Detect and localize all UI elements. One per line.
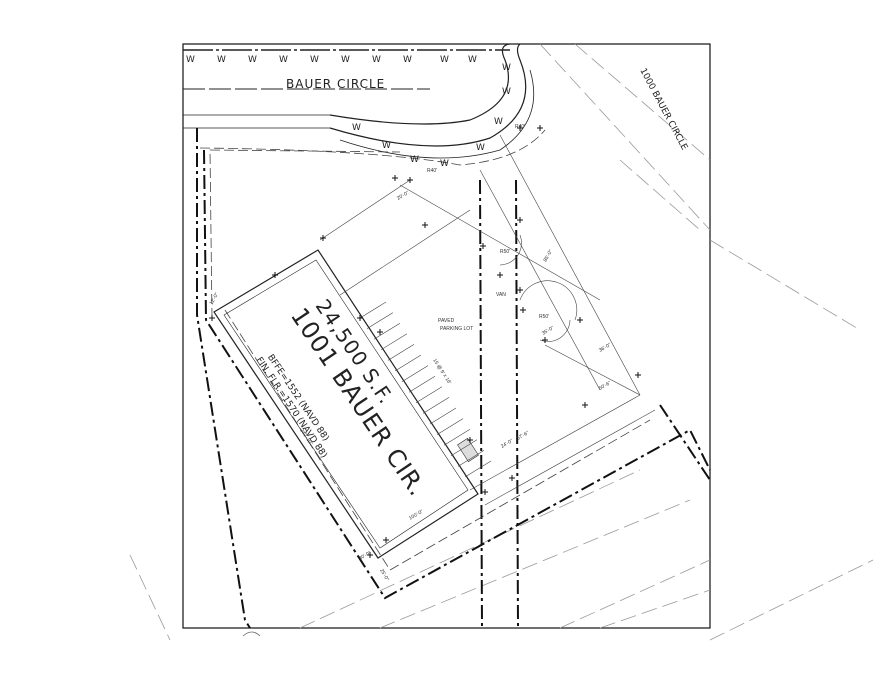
dimension-label: 57'-6" <box>516 430 530 442</box>
water-marker: W <box>310 55 319 65</box>
dimension-label: 85'-0" <box>543 249 555 263</box>
parking-stall-line <box>401 365 429 382</box>
water-marker: W <box>382 141 391 151</box>
survey-cross-marker <box>517 125 523 131</box>
north-arrow-icon <box>242 631 261 637</box>
water-marker: W <box>352 123 361 133</box>
survey-cross-marker <box>517 217 523 223</box>
parking-stalls <box>359 301 492 478</box>
radius-label: R50' <box>500 249 510 255</box>
dimension-label: 100'-0" <box>408 509 425 522</box>
survey-cross-marker <box>422 222 428 228</box>
water-marker: W <box>410 155 419 165</box>
survey-cross-marker <box>577 317 583 323</box>
survey-cross-marker <box>517 287 523 293</box>
property-boundary <box>196 128 711 629</box>
survey-cross-marker <box>367 552 373 558</box>
water-marker: W <box>502 87 511 97</box>
dimension-label: 20'-0" <box>396 190 410 202</box>
parking-stall-line <box>366 312 394 329</box>
survey-cross-marker <box>482 489 488 495</box>
survey-cross-marker <box>520 307 526 313</box>
water-marker: W <box>279 55 288 65</box>
water-marker: W <box>341 55 350 65</box>
water-marker: W <box>468 55 477 65</box>
street-name-label: BAUER CIRCLE <box>286 77 385 91</box>
survey-markers <box>209 125 641 558</box>
parking-stall-line <box>422 397 450 414</box>
survey-cross-marker <box>497 272 503 278</box>
parking-stall-line <box>359 301 387 319</box>
sheet-border <box>182 43 711 629</box>
survey-cross-marker <box>272 272 278 278</box>
water-marker: W <box>403 55 412 65</box>
building-footprint <box>213 249 479 559</box>
parking-stall-line <box>450 439 478 457</box>
radius-label: R40' <box>515 124 525 130</box>
survey-cross-marker <box>383 537 389 543</box>
dimension-label: 36'-0" <box>598 342 612 354</box>
dimension-label: 50'-6" <box>598 380 612 392</box>
paved-label: PAVED <box>438 318 455 324</box>
water-marker: W <box>440 55 449 65</box>
survey-cross-marker <box>357 315 363 321</box>
survey-cross-marker <box>209 315 215 321</box>
finish-floor-label: FIN. FLR.=1570 (NAVD 88) <box>254 356 329 461</box>
parking-stall-line <box>429 407 457 425</box>
water-marker: W <box>372 55 381 65</box>
parking-stall-line <box>464 460 492 478</box>
water-marker: W <box>494 117 503 127</box>
drive-aisle <box>319 179 656 506</box>
parking-stall-line <box>373 322 401 340</box>
survey-cross-marker <box>509 475 515 481</box>
parking-stall-line <box>457 450 485 467</box>
parking-lot-label: PARKING LOT <box>440 326 473 332</box>
adjacent-lot-lines <box>129 43 873 641</box>
dimension-label: 35'-0" <box>541 325 555 337</box>
water-marker: W <box>217 55 226 65</box>
survey-cross-marker <box>480 243 486 249</box>
survey-cross-marker <box>635 372 641 378</box>
setback-lines <box>209 134 651 571</box>
survey-cross-marker <box>392 175 398 181</box>
neighbor-address-label: 1000 BAUER CIRCLE <box>637 67 689 153</box>
van-stall-label: VAN <box>496 292 506 298</box>
parking-stall-line <box>394 354 422 372</box>
parking-stall-line <box>387 344 415 361</box>
survey-cross-marker <box>542 337 548 343</box>
survey-cross-marker <box>467 437 473 443</box>
dimension-label: 24'-0" <box>500 438 514 450</box>
parking-stall-line <box>436 418 464 435</box>
parking-stall-line <box>415 386 443 404</box>
radius-label: R40' <box>427 168 437 174</box>
parking-stall-line <box>443 428 471 446</box>
parking-stall-line <box>380 333 408 351</box>
dimension-label: 25'-0" <box>378 568 390 582</box>
radius-label: R50' <box>539 314 549 320</box>
stall-count-note: 15 @ 9' x 18' <box>431 358 452 386</box>
survey-cross-marker <box>377 329 383 335</box>
survey-cross-marker <box>320 235 326 241</box>
loading-dock <box>457 437 479 463</box>
water-line-markers: W W W W W W W W W W W W W W W W W W <box>186 55 511 169</box>
water-marker: W <box>248 55 257 65</box>
dimension-label: 12'-0" <box>209 292 221 306</box>
bauer-circle-road <box>183 43 546 166</box>
parking-stall-line <box>408 375 436 393</box>
survey-cross-marker <box>537 125 543 131</box>
water-marker: W <box>502 63 511 73</box>
dimension-label: 30'-0" <box>358 550 372 562</box>
water-marker: W <box>476 143 485 153</box>
survey-cross-marker <box>582 402 588 408</box>
water-marker: W <box>440 159 449 169</box>
survey-cross-marker <box>407 177 413 183</box>
water-marker: W <box>186 55 195 65</box>
